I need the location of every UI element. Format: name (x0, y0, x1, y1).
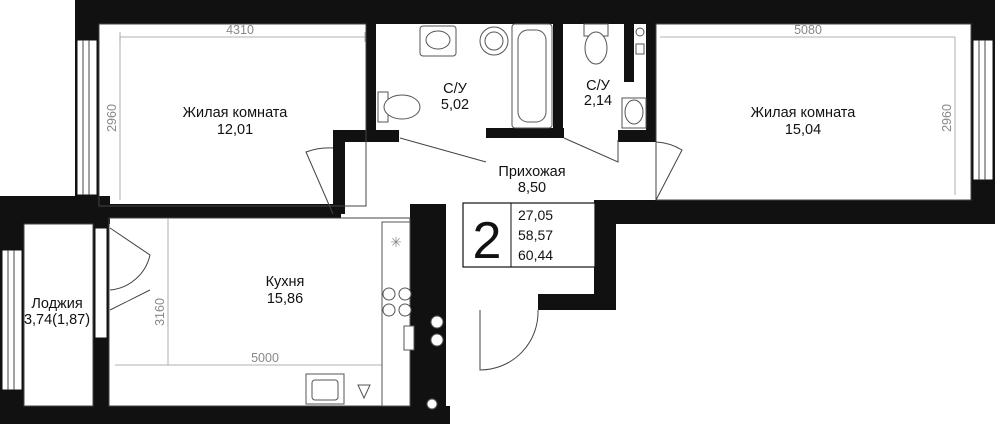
fixtures: ✳ (305, 23, 647, 410)
doors (109, 137, 683, 371)
dim-living1-width: 4310 (226, 23, 254, 37)
room-living1-name: Жилая комната (183, 105, 289, 121)
living-area: 27,05 (518, 207, 553, 223)
room-hall-name: Прихожая (498, 164, 565, 180)
dim-kitchen-width: 5000 (251, 351, 279, 365)
summary-box: 2 27,05 58,57 60,44 (462, 202, 596, 270)
room-hall-area: 8,50 (518, 180, 546, 196)
room-bath1-name: С/У (443, 81, 468, 97)
room-bath1-area: 5,02 (441, 97, 469, 113)
room-living2-area: 15,04 (785, 122, 821, 138)
sink-icon (624, 99, 644, 125)
dim-kitchen-depth: 3160 (153, 298, 167, 326)
room-loggia-area: 3,74(1,87) (24, 312, 90, 328)
stove-icon: ✳ (390, 235, 402, 251)
total-area-with-loggia: 60,44 (518, 247, 553, 263)
room-living2-name: Жилая комната (751, 105, 857, 121)
dimension-labels: 4310 2960 5080 2960 3160 5000 (105, 23, 954, 365)
total-area: 58,57 (518, 227, 553, 243)
hob-icon (382, 287, 396, 301)
dimension-lines (115, 32, 956, 366)
room-bath2-name: С/У (586, 78, 611, 94)
toilet-icon (584, 31, 608, 65)
room-loggia-name: Лоджия (31, 296, 82, 312)
dim-living1-depth: 2960 (105, 104, 119, 132)
room-kitchen-area: 15,86 (267, 291, 303, 307)
room-bath2-area: 2,14 (584, 93, 612, 109)
dim-living2-width: 5080 (794, 23, 822, 37)
room-kitchen-name: Кухня (266, 274, 305, 290)
toilet-icon (383, 94, 421, 120)
windows (1, 39, 994, 391)
room-living1-area: 12,01 (217, 122, 253, 138)
rooms-count: 2 (473, 212, 502, 270)
dim-living2-depth: 2960 (940, 104, 954, 132)
room-labels: Жилая комната 12,01 С/У 5,02 С/У 2,14 Жи… (24, 78, 856, 328)
